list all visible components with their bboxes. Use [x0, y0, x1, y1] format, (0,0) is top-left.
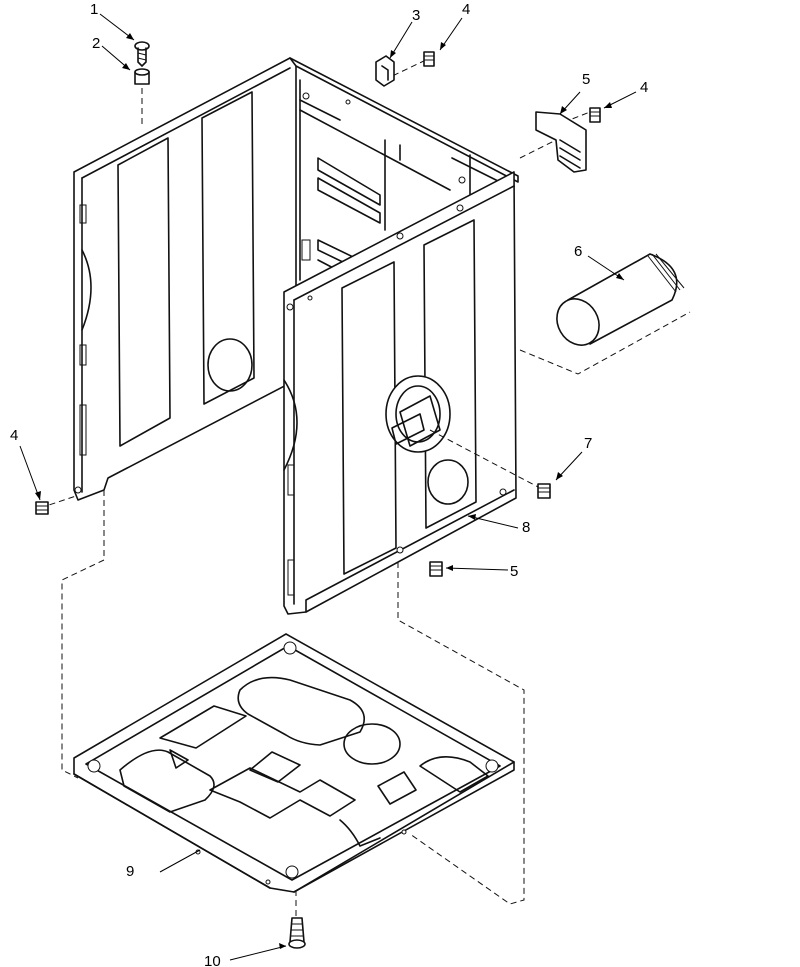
bracket-part-3 [375, 55, 395, 87]
callout-2: 2 [92, 35, 100, 52]
callout-8: 8 [522, 519, 530, 536]
plate-part-5 [535, 111, 587, 173]
callout-6: 6 [574, 243, 582, 260]
callout-leaders [19, 13, 637, 961]
screw-part-1 [134, 41, 150, 67]
front-panel [283, 171, 517, 615]
screw-part-5-lower [429, 561, 443, 577]
callout-5-lower: 5 [510, 563, 518, 580]
callout-1: 1 [90, 1, 98, 18]
callout-3: 3 [412, 7, 420, 24]
screw-part-4-right [589, 107, 601, 123]
screw-part-4-top [423, 51, 435, 67]
base-pan [73, 633, 515, 893]
leveling-leg-part-10 [288, 917, 306, 949]
cylinder-part-6 [556, 253, 685, 346]
callout-9: 9 [126, 863, 134, 880]
callout-4-left: 4 [10, 427, 18, 444]
callout-4-top: 4 [462, 1, 470, 18]
spacer-part-2 [134, 68, 150, 85]
alignment-lines [39, 57, 691, 916]
hardware-parts [35, 41, 685, 949]
callout-5-plate: 5 [582, 71, 590, 88]
screw-part-4-left [35, 501, 49, 515]
cabinet-shell [73, 57, 519, 501]
callout-7: 7 [584, 435, 592, 452]
callout-4-right: 4 [640, 79, 648, 96]
callout-labels: 1 2 3 4 4 5 6 4 7 8 5 9 10 [10, 1, 648, 967]
screw-part-7 [537, 483, 551, 499]
callout-10: 10 [204, 953, 221, 967]
